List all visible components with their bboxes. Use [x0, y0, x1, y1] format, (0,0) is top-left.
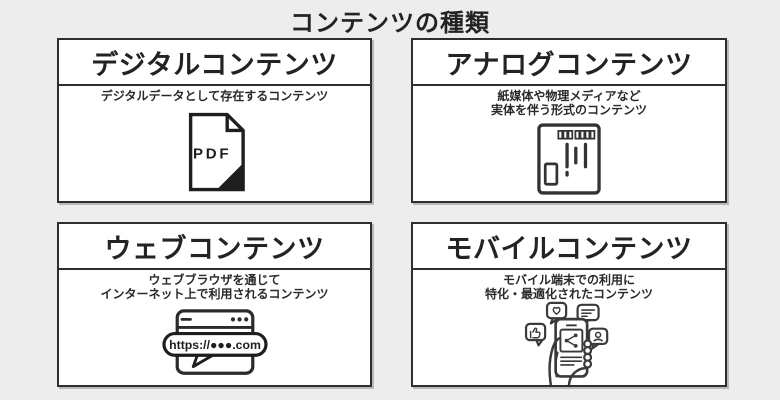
- card-analog-content: アナログコンテンツ 紙媒体や物理メディアなど 実体を伴う形式のコンテンツ: [411, 38, 727, 203]
- newspaper-photo-box: [543, 162, 559, 186]
- card-description: ウェブブラウザを通じて インターネット上で利用されるコンテンツ: [100, 273, 329, 301]
- card-title: ウェブコンテンツ: [59, 224, 370, 270]
- hand-icon: [548, 336, 593, 385]
- card-title: アナログコンテンツ: [413, 40, 725, 86]
- card-description: デジタルデータとして存在するコンテンツ: [100, 89, 329, 103]
- text-message-bubble-icon: [576, 303, 600, 326]
- card-title: モバイルコンテンツ: [413, 224, 725, 270]
- card-digital-content: デジタルコンテンツ デジタルデータとして存在するコンテンツ PDF: [57, 38, 372, 203]
- newspaper-masthead-boxes: [557, 130, 596, 140]
- url-address-bubble: [161, 331, 268, 357]
- screen-text-lines: [560, 356, 583, 366]
- card-title: デジタルコンテンツ: [59, 40, 370, 86]
- card-description: 紙媒体や物理メディアなど 実体を伴う形式のコンテンツ: [490, 89, 647, 117]
- card-web-content: ウェブコンテンツ ウェブブラウザを通じて インターネット上で利用されるコンテンツ…: [57, 222, 372, 387]
- share-icon: [564, 333, 578, 348]
- newspaper-icon: [537, 123, 601, 195]
- browser-window-icon: https://●●●.com: [161, 309, 268, 375]
- content-type-grid: デジタルコンテンツ デジタルデータとして存在するコンテンツ PDF アナログコン…: [57, 38, 727, 387]
- url-text: https://●●●.com: [169, 338, 261, 352]
- newspaper-column-lines: [565, 142, 588, 177]
- pdf-document-icon: PDF: [188, 112, 245, 192]
- page-title: コンテンツの種類: [290, 10, 490, 37]
- smartphone-in-hand-icon: [524, 301, 609, 385]
- card-description: モバイル端末での利用に 特化・最適化されたコンテンツ: [484, 273, 653, 301]
- card-mobile-content: モバイルコンテンツ モバイル端末での利用に 特化・最適化されたコンテンツ: [411, 222, 727, 387]
- browser-menu-dots: [230, 317, 248, 322]
- profile-bubble-icon: [587, 327, 609, 350]
- pdf-label: PDF: [192, 146, 230, 163]
- browser-toolbar-lines: [176, 317, 253, 329]
- thumbs-up-bubble-icon: [524, 322, 547, 347]
